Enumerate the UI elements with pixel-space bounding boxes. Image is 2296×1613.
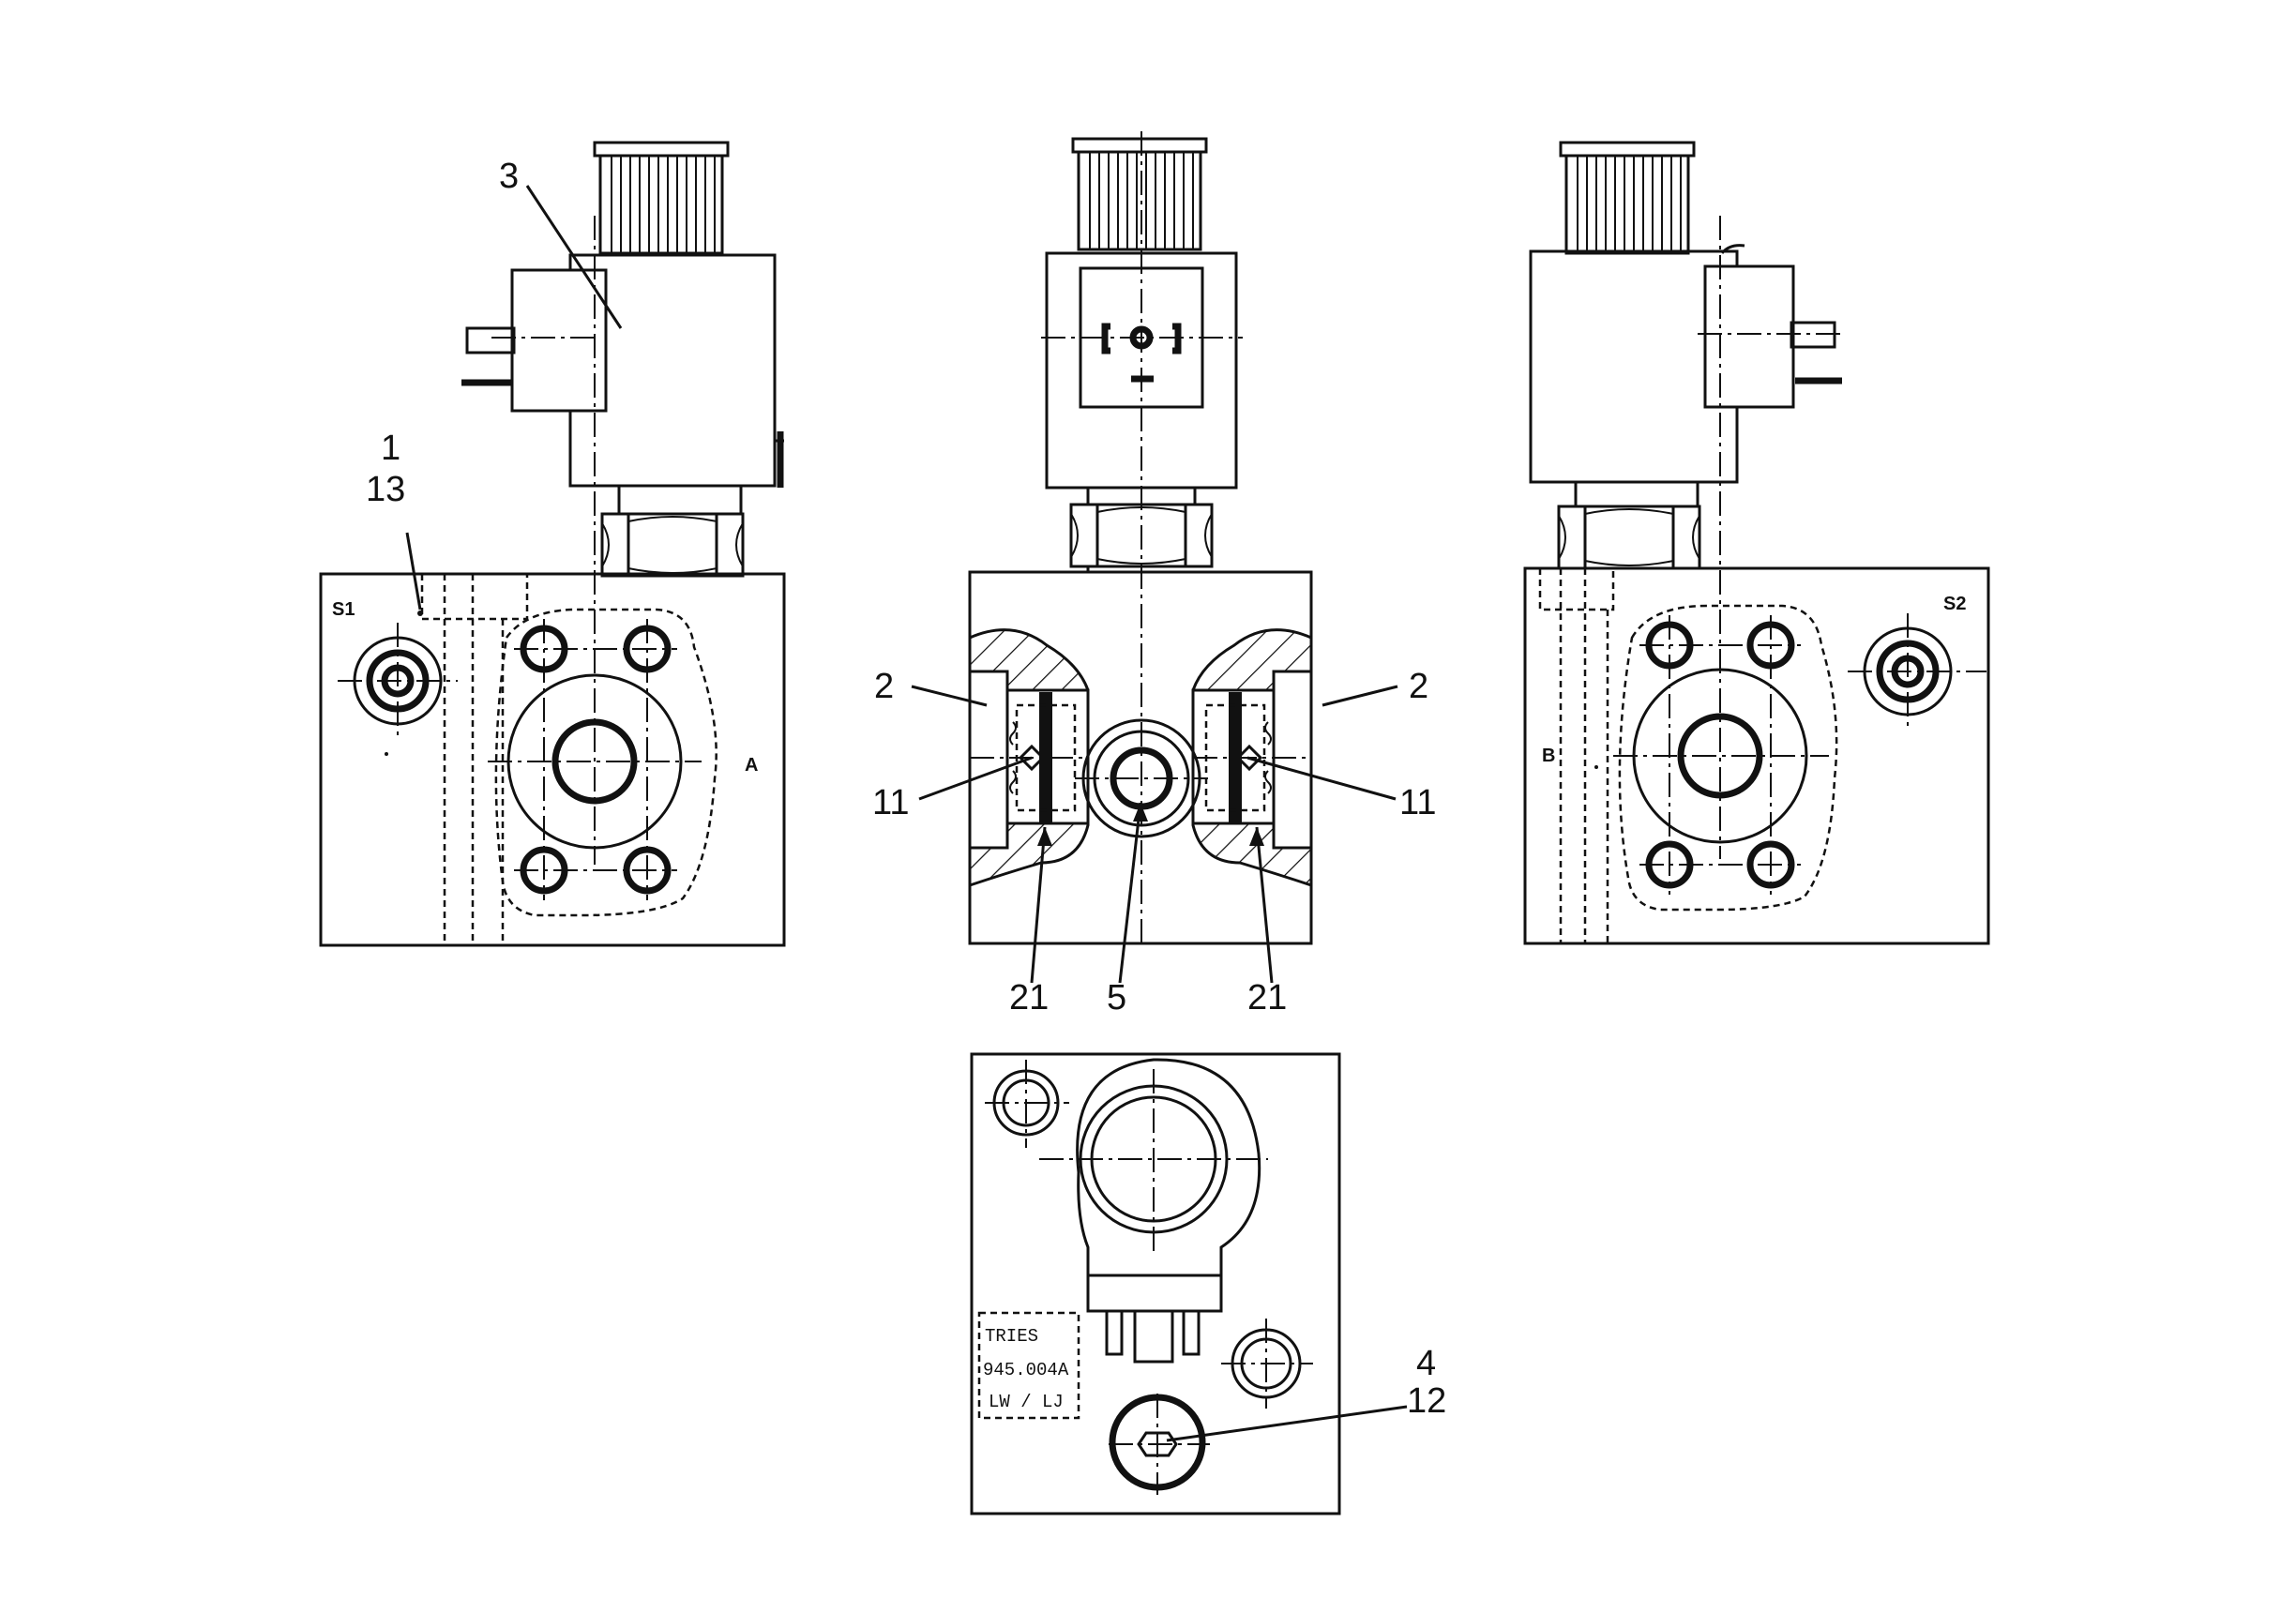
callout-2-left: 2 (874, 667, 894, 706)
leader-lines (405, 185, 1408, 1442)
nameplate: TRIES 945.004A LW / LJ (983, 1326, 1069, 1412)
callout-12: 12 (1407, 1381, 1446, 1421)
callout-1: 1 (381, 429, 400, 468)
callout-21-right: 21 (1247, 978, 1287, 1018)
port-labels: S1 A S2 B (332, 594, 1966, 776)
port-label-b: B (1542, 746, 1555, 766)
nameplate-line-3: LW / LJ (989, 1392, 1064, 1412)
callout-3: 3 (499, 157, 519, 196)
callout-5: 5 (1107, 978, 1126, 1018)
callout-21-left: 21 (1009, 978, 1049, 1018)
center-view (968, 131, 1313, 949)
bottom-view (970, 1052, 1341, 1515)
port-label-s1: S1 (332, 599, 355, 620)
callout-11-left: 11 (872, 783, 909, 822)
left-view (319, 141, 786, 947)
callout-11-right: 11 (1399, 783, 1436, 822)
callout-labels: 3 1 13 2 2 11 11 21 5 21 4 12 (366, 157, 1446, 1421)
nameplate-line-1: TRIES (985, 1326, 1038, 1347)
callout-2-right: 2 (1409, 667, 1428, 706)
callout-13: 13 (366, 470, 405, 509)
port-label-a: A (745, 755, 758, 776)
nameplate-border (977, 1311, 1080, 1420)
callout-4: 4 (1416, 1344, 1436, 1383)
nameplate-line-2: 945.004A (983, 1360, 1069, 1380)
port-label-s2: S2 (1943, 594, 1966, 614)
right-view (1523, 141, 1990, 945)
